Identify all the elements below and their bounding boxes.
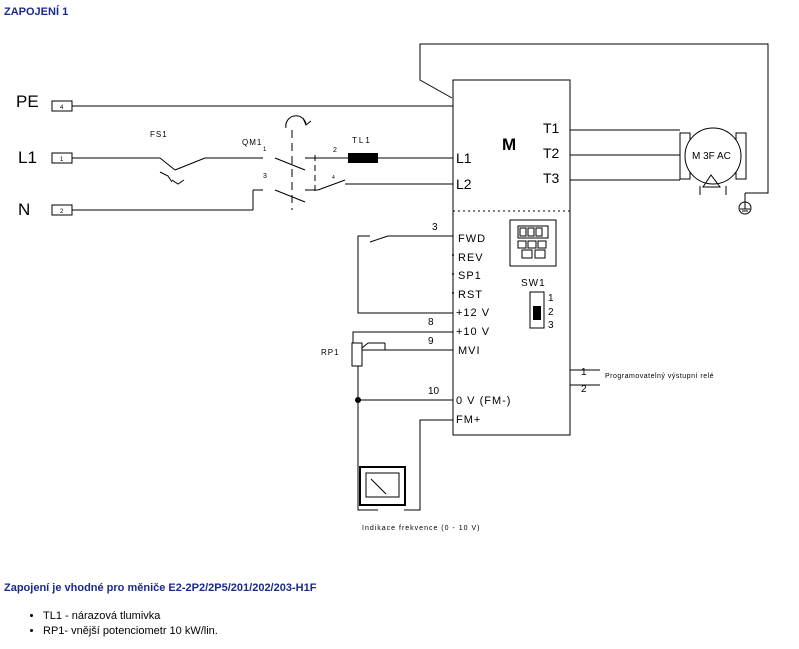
inverter-l1: L1 — [456, 150, 472, 166]
l1-terminal — [51, 152, 73, 164]
pe-label: PE — [16, 92, 39, 111]
qm1-sub: 1 — [263, 147, 267, 153]
output-t3: T3 — [543, 170, 560, 186]
motor-label: M 3F AC — [692, 151, 731, 162]
fs1-label: FS1 — [150, 130, 168, 139]
qm-contact-3: 3 — [263, 173, 267, 180]
junction-dot — [355, 397, 361, 403]
terminal-12v: +12 V — [456, 307, 490, 319]
wire-number-10: 10 — [428, 386, 440, 397]
relay-terminal-2: 2 — [581, 384, 587, 395]
list-item: RP1- vnější potenciometr 10 kW/lin. — [43, 624, 218, 639]
n-terminal-number: 2 — [60, 209, 64, 215]
n-terminal — [51, 204, 73, 216]
sw1-pos-2: 2 — [548, 307, 554, 318]
potentiometer-rp1 — [351, 342, 363, 367]
terminal-mvi: MVI — [458, 345, 481, 357]
output-t2: T2 — [543, 145, 560, 161]
l1-terminal-number: 1 — [60, 157, 64, 163]
wiring-diagram: 4 1 2 PE L1 N FS1 QM1 1 2 3 4 TL1 M L1 L… — [16, 43, 769, 532]
compatibility-heading: Zapojení je vhodné pro měniče E2-2P2/2P5… — [4, 582, 317, 594]
meter-icon — [359, 466, 406, 506]
choke-tl1 — [348, 153, 378, 163]
wire-number-8: 8 — [428, 317, 434, 328]
sw1-pos-3: 3 — [548, 320, 554, 331]
rotation-arrow-icon — [285, 115, 307, 129]
list-item: TL1 - nárazová tlumivka — [43, 609, 218, 624]
terminal-fm-plus: FM+ — [456, 414, 481, 426]
terminal-rst: RST — [458, 289, 483, 301]
tl1-label: TL1 — [352, 136, 372, 145]
pe-terminal-number: 4 — [60, 105, 64, 111]
qm1-label: QM1 — [242, 138, 262, 147]
output-t1: T1 — [543, 120, 560, 136]
qm-contact-4: 4 — [332, 175, 335, 181]
n-label: N — [18, 200, 30, 219]
sw1-pos-1: 1 — [548, 293, 554, 304]
inverter-label: M — [502, 135, 516, 154]
qm-contact-2: 2 — [333, 147, 337, 154]
pe-terminal — [51, 100, 73, 112]
notes-list: TL1 - nárazová tlumivka RP1- vnější pote… — [25, 609, 218, 639]
motor-icon — [679, 127, 747, 195]
keypad-display-icon — [509, 219, 557, 267]
terminal-sp1: SP1 — [458, 270, 482, 282]
relay-label: Programovatelný výstupní relé — [605, 373, 714, 380]
sw1-slider — [533, 306, 541, 320]
motor-ground-icon — [738, 201, 752, 215]
terminal-rev: REV — [458, 252, 484, 264]
rp1-label: RP1 — [321, 348, 340, 357]
terminal-10v: +10 V — [456, 326, 490, 338]
l1-label: L1 — [18, 148, 37, 167]
wire-number-3: 3 — [432, 222, 438, 233]
inverter-l2: L2 — [456, 176, 472, 192]
sw1-label: SW1 — [521, 278, 546, 289]
wires — [72, 43, 769, 511]
relay-terminal-1: 1 — [581, 367, 587, 378]
terminal-dots — [452, 254, 454, 294]
wire-number-9: 9 — [428, 336, 434, 347]
terminal-fwd: FWD — [458, 233, 486, 245]
page-title: ZAPOJENÍ 1 — [4, 6, 69, 18]
terminal-0v: 0 V (FM-) — [456, 395, 511, 407]
meter-label: Indikace frekvence (0 - 10 V) — [362, 525, 481, 532]
